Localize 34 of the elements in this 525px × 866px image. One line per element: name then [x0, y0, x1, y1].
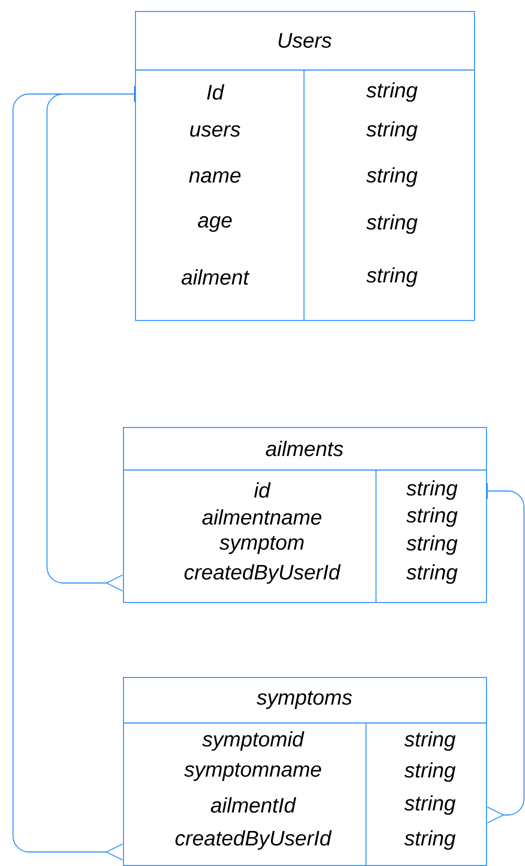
field-type: string [366, 214, 418, 234]
field-type: string [366, 121, 418, 141]
field-name: createdByUserId [184, 564, 341, 584]
field-name: name [189, 171, 240, 183]
field-type: string [406, 507, 458, 527]
entity-table [122, 427, 487, 603]
field-name: symptomname [184, 763, 322, 781]
relationship-line [486, 482, 524, 824]
field-type: string [366, 167, 418, 187]
field-name: createdByUserId [176, 830, 332, 850]
entity-table [122, 677, 487, 866]
entity-table [134, 11, 475, 321]
table-title: Users [278, 33, 332, 48]
table-title: symptoms [256, 691, 352, 709]
field-type: string [366, 82, 418, 102]
field-name: symptom [219, 536, 304, 554]
field-name: ailmentname [202, 509, 322, 525]
field-name: id [254, 482, 271, 498]
field-type: string [366, 267, 418, 287]
field-name: users [190, 125, 240, 137]
table-title: ailments [266, 440, 344, 456]
field-type: string [404, 762, 456, 782]
field-name: ailment [182, 269, 250, 285]
field-type: string [406, 564, 458, 584]
field-type: string [404, 731, 456, 751]
field-name: ailmentId [210, 797, 296, 813]
field-name: Id [207, 84, 224, 100]
field-type: string [406, 480, 458, 500]
field-type: string [404, 795, 456, 815]
field-type: string [404, 830, 456, 850]
field-type: string [406, 535, 458, 555]
field-name: symptomid [202, 731, 304, 751]
field-name: age [198, 216, 232, 232]
relationship-line [12, 86, 135, 860]
